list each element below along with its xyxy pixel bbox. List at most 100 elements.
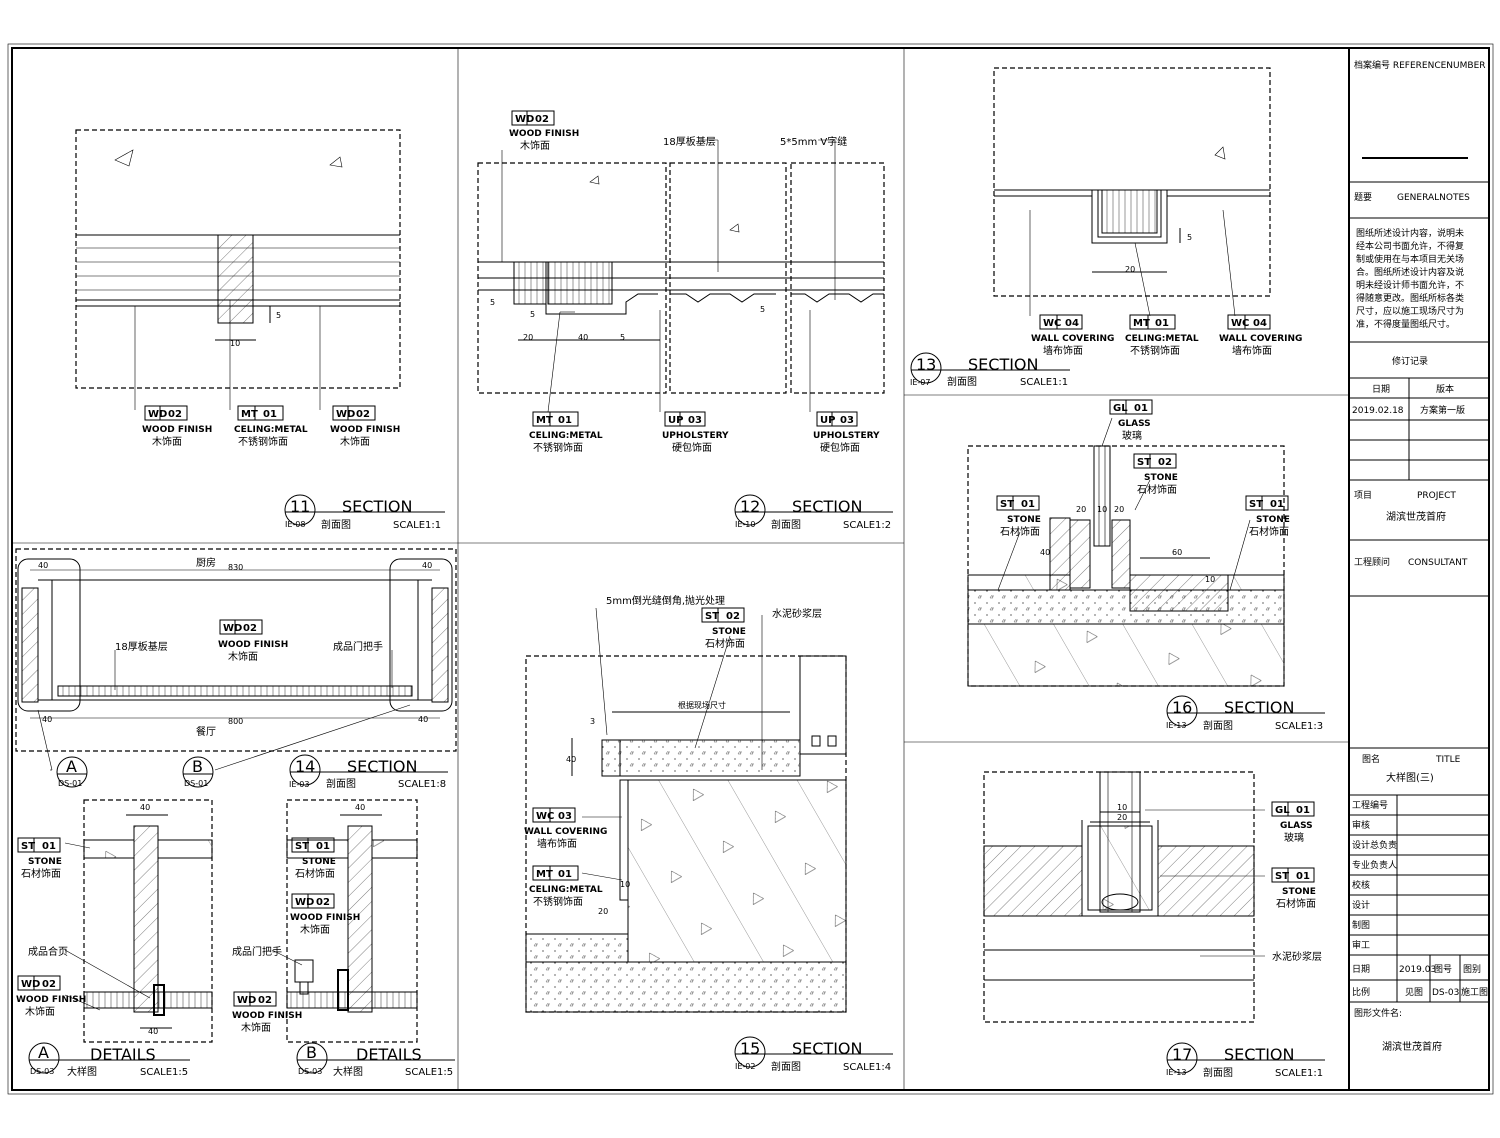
svg-text:UP: UP bbox=[668, 415, 683, 426]
svg-text:02: 02 bbox=[726, 611, 740, 622]
svg-text:WD: WD bbox=[237, 995, 256, 1006]
tb-row-7: 审工 bbox=[1352, 939, 1370, 951]
material-tag-wd02-b: WD 02 WOOD FINISH 木饰面 bbox=[330, 405, 400, 448]
section-17-dim-20: 20 bbox=[1117, 813, 1127, 822]
section-12-drawing bbox=[477, 139, 885, 413]
section-15-dim-20: 20 bbox=[598, 907, 608, 916]
section-12-title: 12 IE-10 SECTION 剖面图 SCALE1:2 bbox=[734, 494, 893, 531]
svg-text:CELING:METAL: CELING:METAL bbox=[529, 431, 603, 441]
section-14-dim-40d: 40 bbox=[418, 715, 428, 724]
svg-text:剖面图: 剖面图 bbox=[326, 777, 356, 790]
svg-text:A: A bbox=[66, 757, 77, 776]
tb-project-label: 项目 bbox=[1354, 490, 1372, 501]
svg-text:04: 04 bbox=[1065, 318, 1079, 329]
material-tag-st01-b: ST 01 STONE 石材饰面 bbox=[291, 837, 336, 880]
svg-text:WALL COVERING: WALL COVERING bbox=[1031, 334, 1114, 344]
svg-text:墙布饰面: 墙布饰面 bbox=[1232, 344, 1272, 357]
detail-b-title: B DS-03 DETAILS 大样图 SCALE1:5 bbox=[296, 1042, 455, 1078]
svg-text:SECTION: SECTION bbox=[347, 757, 418, 776]
section-12-dim-5d: 5 bbox=[760, 305, 765, 314]
section-17-drawing bbox=[983, 771, 1265, 1023]
svg-text:STONE: STONE bbox=[1282, 887, 1316, 897]
svg-text:SECTION: SECTION bbox=[968, 355, 1039, 374]
tb-row-3: 专业负责人 bbox=[1352, 859, 1397, 871]
svg-text:02: 02 bbox=[535, 114, 549, 125]
section-14-dim-40a: 40 bbox=[38, 561, 48, 570]
svg-text:STONE: STONE bbox=[1256, 515, 1290, 525]
title-block bbox=[1349, 157, 1489, 1003]
tb-notes-label: 题要 bbox=[1354, 192, 1372, 203]
svg-text:DETAILS: DETAILS bbox=[356, 1045, 422, 1064]
svg-text:UPHOLSTERY: UPHOLSTERY bbox=[813, 431, 880, 441]
svg-text:剖面图: 剖面图 bbox=[1203, 719, 1233, 732]
section-12-dim-20: 20 bbox=[523, 333, 533, 342]
svg-text:IE-10: IE-10 bbox=[735, 520, 755, 529]
svg-text:木饰面: 木饰面 bbox=[241, 1021, 271, 1034]
svg-text:B: B bbox=[306, 1043, 317, 1062]
tb-file-name: 湖滨世茂首府 bbox=[1382, 1040, 1442, 1053]
svg-text:石材饰面: 石材饰面 bbox=[1249, 525, 1289, 538]
svg-text:01: 01 bbox=[42, 841, 56, 852]
material-tag-up03-b: UP 03 UPHOLSTERY 硬包饰面 bbox=[813, 411, 880, 454]
tb-version-header: 版本 bbox=[1436, 383, 1454, 395]
svg-text:04: 04 bbox=[1253, 318, 1267, 329]
material-tag-st01-d: ST 01 STONE 石材饰面 bbox=[1245, 495, 1290, 538]
material-tag-wd02-f: WD 02 WOOD FINISH 木饰面 bbox=[290, 893, 360, 936]
svg-text:STONE: STONE bbox=[1144, 473, 1178, 483]
section-15-dim-3: 3 bbox=[590, 717, 595, 726]
svg-text:IE-08: IE-08 bbox=[285, 520, 305, 529]
svg-text:SCALE1:2: SCALE1:2 bbox=[843, 520, 891, 531]
svg-text:SCALE1:4: SCALE1:4 bbox=[843, 1062, 891, 1073]
svg-text:01: 01 bbox=[1296, 871, 1310, 882]
sheet-border bbox=[7, 43, 1494, 1095]
tb-date-value: 2019.02.18 bbox=[1352, 406, 1404, 416]
section-15-title: 15 IE-02 SECTION 剖面图 SCALE1:4 bbox=[734, 1036, 893, 1073]
svg-text:剖面图: 剖面图 bbox=[771, 518, 801, 531]
material-tag-st01-a: ST 01 STONE 石材饰面 bbox=[17, 837, 62, 880]
svg-text:石材饰面: 石材饰面 bbox=[1276, 897, 1316, 910]
svg-text:ST: ST bbox=[1137, 457, 1151, 468]
tb-row-1: 审核 bbox=[1352, 819, 1370, 831]
svg-text:01: 01 bbox=[1296, 805, 1310, 816]
tb-project-en: PROJECT bbox=[1417, 491, 1456, 501]
svg-text:GLASS: GLASS bbox=[1118, 419, 1151, 429]
section-16-title: 16 IE-13 SECTION 剖面图 SCALE1:3 bbox=[1166, 695, 1325, 732]
svg-text:17: 17 bbox=[1172, 1045, 1192, 1064]
svg-text:02: 02 bbox=[168, 409, 182, 420]
svg-text:剖面图: 剖面图 bbox=[947, 375, 977, 388]
svg-text:02: 02 bbox=[1158, 457, 1172, 468]
detail-a-drawing bbox=[64, 799, 213, 1043]
svg-text:剖面图: 剖面图 bbox=[321, 518, 351, 531]
tb-note-line-4: 明未经设计师书面允许，不 bbox=[1356, 279, 1464, 291]
svg-text:WC: WC bbox=[1231, 318, 1249, 329]
svg-text:02: 02 bbox=[42, 979, 56, 990]
material-tag-gl01-b: GL 01 GLASS 玻璃 bbox=[1271, 801, 1315, 844]
tb-note-line-1: 经本公司书面允许，不得复 bbox=[1356, 240, 1464, 252]
section-12-dim-5c: 5 bbox=[620, 333, 625, 342]
svg-text:MT: MT bbox=[536, 415, 553, 426]
svg-text:WALL COVERING: WALL COVERING bbox=[524, 827, 607, 837]
tb-note-line-2: 制或使用在与本项目无关场 bbox=[1356, 253, 1464, 265]
tb-date-row-label: 日期 bbox=[1352, 964, 1370, 975]
svg-text:WOOD FINISH: WOOD FINISH bbox=[16, 995, 86, 1005]
tb-title-label: 图名 bbox=[1362, 753, 1380, 765]
svg-text:12: 12 bbox=[740, 497, 760, 516]
section-16-dim-10: 10 bbox=[1097, 505, 1107, 514]
svg-text:SECTION: SECTION bbox=[342, 497, 413, 516]
section-11-dim-10: 10 bbox=[230, 339, 240, 348]
svg-text:不锈钢饰面: 不锈钢饰面 bbox=[238, 435, 288, 448]
svg-text:STONE: STONE bbox=[1007, 515, 1041, 525]
section-14-note-handle: 成品门把手 bbox=[333, 640, 383, 653]
detail-b-dim-40: 40 bbox=[355, 803, 365, 812]
tb-scale-row-v2: DS-03 bbox=[1432, 988, 1459, 998]
svg-text:CELING:METAL: CELING:METAL bbox=[234, 425, 308, 435]
section-12-note-gap: 5*5mm V字缝 bbox=[780, 135, 847, 148]
section-11-title: 11 IE-08 SECTION 剖面图 SCALE1:1 bbox=[284, 494, 445, 531]
section-14-dim-40b: 40 bbox=[422, 561, 432, 570]
svg-text:03: 03 bbox=[558, 811, 572, 822]
section-13-title: 13 IE-07 SECTION 剖面图 SCALE1:1 bbox=[910, 352, 1070, 388]
tb-row-5: 设计 bbox=[1352, 899, 1370, 911]
material-tag-wd02-c: WD 02 WOOD FINISH 木饰面 bbox=[509, 110, 579, 152]
svg-text:IE-13: IE-13 bbox=[1166, 721, 1186, 730]
section-16-dim-10b: 10 bbox=[1205, 575, 1215, 584]
